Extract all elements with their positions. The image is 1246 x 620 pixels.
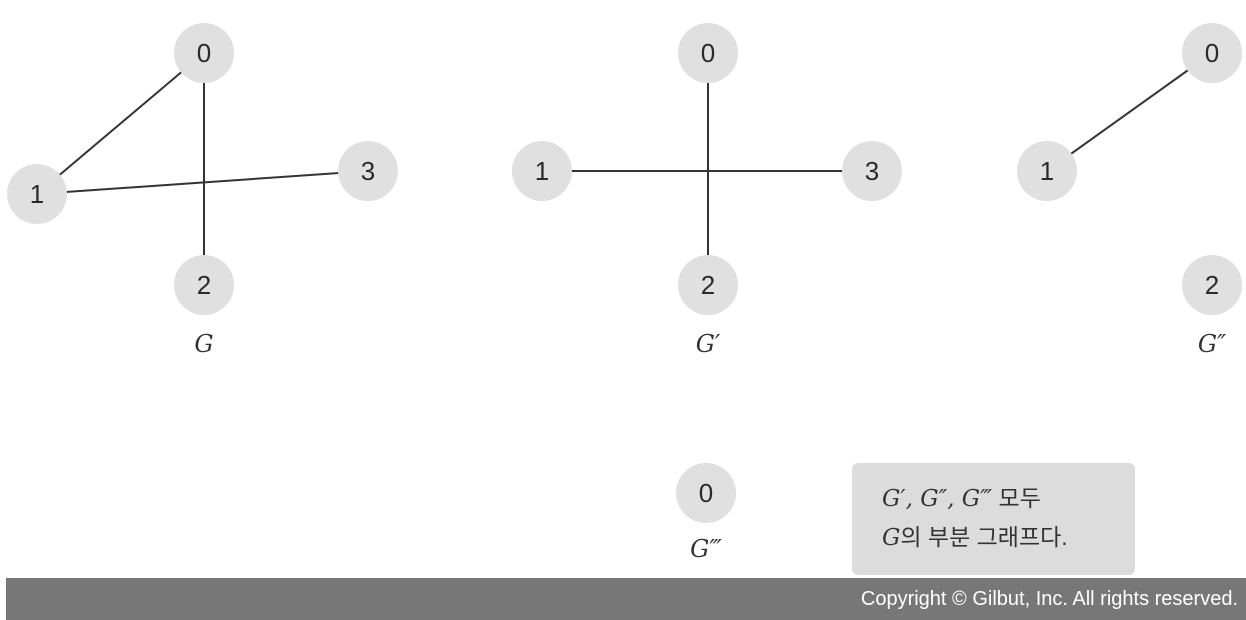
node-label-1: 1 [1040, 156, 1054, 186]
edge-0-1 [1046, 52, 1213, 172]
node-label-0: 0 [701, 38, 715, 68]
node-2 [174, 255, 234, 315]
node-label-3: 3 [361, 156, 375, 186]
node-3 [338, 141, 398, 201]
node-label-3: 3 [865, 156, 879, 186]
node-label-0: 0 [197, 38, 211, 68]
note-line-2: G의 부분 그래프다. [882, 518, 1135, 557]
graph-G: 0 1 2 3G [7, 23, 398, 358]
note-math-g: G [882, 525, 901, 551]
graph-label-G3: G‴ [690, 535, 722, 563]
node-label-0: 0 [699, 478, 713, 508]
note-box: G′, G″, G‴ 모두 G의 부분 그래프다. [852, 463, 1135, 575]
graph-G2: 0 1 2G″ [1017, 23, 1242, 358]
note-line-1: G′, G″, G‴ 모두 [882, 479, 1135, 518]
node-0 [174, 23, 234, 83]
note-text-all: 모두 [992, 485, 1041, 511]
graph-label-G: G [194, 330, 213, 358]
node-3 [842, 141, 902, 201]
node-0 [1182, 23, 1242, 83]
subgraph-diagram: 0 1 2 3G 0 1 2 3G′ 0 1 2G″ 0G‴ [7, 23, 1242, 563]
node-1 [1017, 141, 1077, 201]
node-0 [676, 463, 736, 523]
edge-0-1 [36, 52, 205, 195]
node-0 [678, 23, 738, 83]
footer-bar: Copyright © Gilbut, Inc. All rights rese… [6, 578, 1246, 620]
node-2 [1182, 255, 1242, 315]
graph-G1: 0 1 2 3G′ [512, 23, 902, 358]
node-label-1: 1 [30, 179, 44, 209]
note-text-subgraph: 의 부분 그래프다. [900, 524, 1068, 550]
node-label-2: 2 [1205, 270, 1219, 300]
node-2 [678, 255, 738, 315]
node-label-2: 2 [701, 270, 715, 300]
graph-label-G2: G″ [1198, 330, 1226, 358]
node-label-2: 2 [197, 270, 211, 300]
graph-G3: 0G‴ [676, 463, 736, 563]
copyright-text: Copyright © Gilbut, Inc. All rights rese… [860, 588, 1238, 610]
node-label-1: 1 [535, 156, 549, 186]
graph-label-G1: G′ [696, 330, 721, 358]
note-math-subgraphs: G′, G″, G‴ [882, 486, 993, 512]
node-1 [512, 141, 572, 201]
node-label-0: 0 [1205, 38, 1219, 68]
edge-1-3 [36, 170, 369, 195]
node-1 [7, 164, 67, 224]
